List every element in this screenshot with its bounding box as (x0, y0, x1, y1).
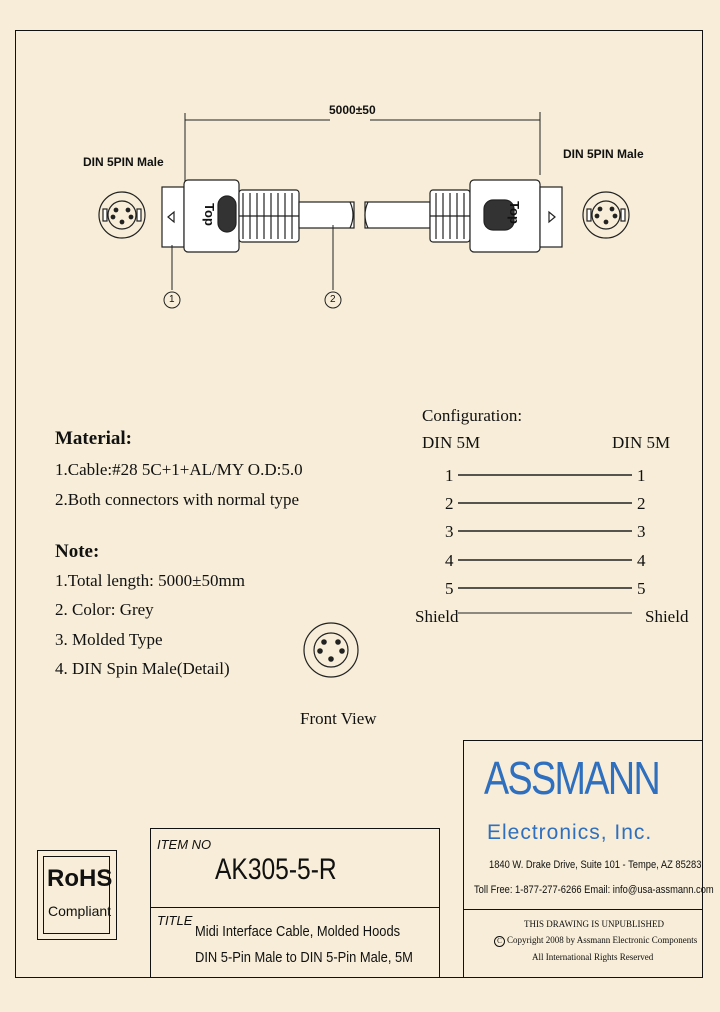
config-wires (458, 474, 632, 614)
cable-body (298, 201, 431, 229)
config-pin-left: 2 (445, 494, 454, 513)
callout-1: 1 (169, 294, 175, 305)
callout-2: 2 (330, 294, 336, 305)
left-hood-marking: Top (201, 203, 217, 226)
rohs-compliant-text: Compliant (48, 903, 112, 919)
company-block: ASSMANN Electronics, Inc. 1840 W. Drake … (463, 740, 714, 978)
config-pin-left: 3 (445, 522, 454, 541)
right-connector-label: DIN 5PIN Male (563, 147, 644, 161)
config-heading: Configuration: (422, 406, 523, 425)
material-item: 1.Cable:#28 5C+1+AL/MY O.D:5.0 (55, 460, 303, 479)
left-connector-label: DIN 5PIN Male (83, 155, 164, 169)
callout-leaders (163, 225, 342, 309)
copyright-line-3: All International Rights Reserved (532, 952, 654, 962)
note-item: 4. DIN Spin Male(Detail) (55, 659, 230, 678)
right-hood-marking: Top (506, 201, 522, 224)
length-label: 5000±50 (329, 103, 376, 117)
right-plug (429, 179, 563, 253)
config-pin-left: 5 (445, 579, 454, 598)
company-logo-subname: Electronics, Inc. (487, 821, 653, 844)
material-item: 2.Both connectors with normal type (55, 490, 300, 509)
config-left-header: DIN 5M (422, 433, 481, 452)
config-shield-right: Shield (645, 607, 689, 626)
company-contact: Toll Free: 1-877-277-6266 Email: info@us… (474, 884, 714, 896)
item-no-value: AK305-5-R (215, 853, 337, 886)
note-item: 1.Total length: 5000±50mm (55, 571, 245, 590)
config-pin-left: 1 (445, 466, 454, 485)
copyright-line-1: THIS DRAWING IS UNPUBLISHED (524, 919, 665, 929)
rohs-badge: RoHS Compliant (37, 850, 117, 940)
company-logo-name: ASSMANN (484, 752, 661, 804)
note-item: 3. Molded Type (55, 630, 163, 649)
config-pin-right: 5 (637, 579, 646, 598)
left-din-front-view (98, 191, 146, 239)
config-pin-right: 1 (637, 466, 646, 485)
front-view-detail (303, 622, 359, 678)
config-pin-right: 4 (637, 551, 646, 570)
copyright-icon: C (494, 936, 505, 947)
config-pin-right: 2 (637, 494, 646, 513)
note-heading: Note: (55, 541, 100, 562)
title-line-2: DIN 5-Pin Male to DIN 5-Pin Male, 5M (195, 949, 413, 966)
material-heading: Material: (55, 428, 133, 449)
right-din-front-view (582, 191, 630, 239)
title-label: TITLE (157, 913, 193, 928)
config-right-header: DIN 5M (612, 433, 671, 452)
rohs-text: RoHS (47, 865, 113, 892)
title-line-1: Midi Interface Cable, Molded Hoods (195, 923, 401, 940)
config-pin-right: 3 (637, 522, 646, 541)
left-plug (161, 179, 300, 253)
copyright-text: Copyright 2008 by Assmann Electronic Com… (507, 935, 698, 945)
front-view-label: Front View (300, 709, 377, 728)
note-item: 2. Color: Grey (55, 600, 154, 619)
item-no-label: ITEM NO (157, 837, 212, 852)
config-shield-left: Shield (415, 607, 459, 626)
title-block: ITEM NO AK305-5-R TITLE Midi Interface C… (150, 828, 440, 978)
company-address: 1840 W. Drake Drive, Suite 101 - Tempe, … (489, 859, 702, 871)
config-pin-left: 4 (445, 551, 454, 570)
